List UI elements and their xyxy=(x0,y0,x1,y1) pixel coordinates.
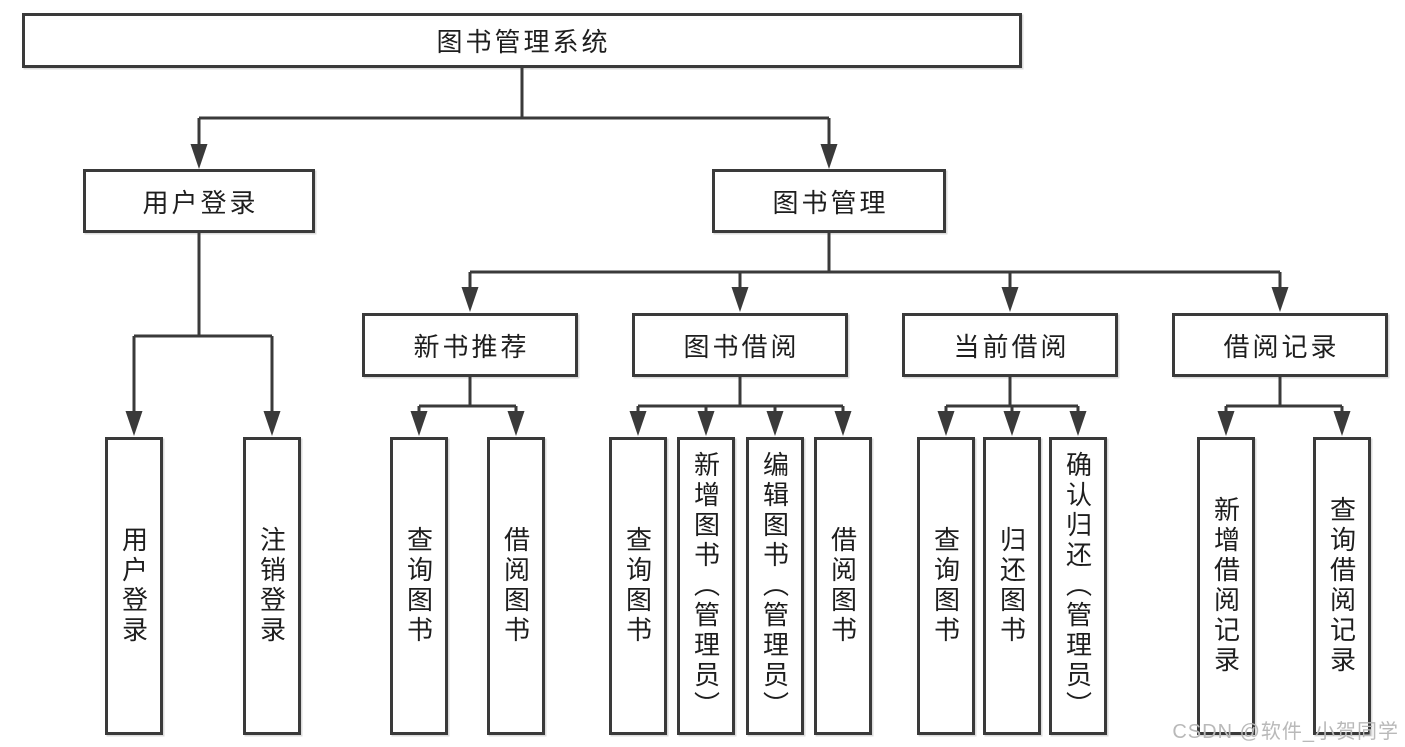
leaf-return-books: 归还图书 xyxy=(983,437,1041,735)
arrowhead xyxy=(820,144,838,169)
arrowhead xyxy=(937,411,955,436)
leaf-query-books-current-label: 查询图书 xyxy=(930,526,961,646)
leaf-borrow-books-recommend: 借阅图书 xyxy=(487,437,545,735)
arrowhead xyxy=(461,287,479,312)
node-book-management: 图书管理 xyxy=(712,169,946,233)
leaf-edit-book-admin: 编辑图书（管理员） xyxy=(746,437,804,735)
csdn-watermark: CSDN @软件_小贺同学 xyxy=(1172,721,1399,743)
arrowheads xyxy=(125,144,1351,436)
leaf-edit-book-admin-label: 编辑图书（管理员） xyxy=(759,451,790,721)
node-user-login: 用户登录 xyxy=(83,169,315,233)
leaf-user-login-label: 用户登录 xyxy=(118,526,149,646)
arrowhead xyxy=(1333,411,1351,436)
node-book-management-label: 图书管理 xyxy=(772,187,889,218)
leaf-borrow-books-borrow-label: 借阅图书 xyxy=(827,526,858,646)
leaf-confirm-return-admin: 确认归还（管理员） xyxy=(1049,437,1107,735)
arrowhead xyxy=(697,411,715,436)
arrowhead xyxy=(834,411,852,436)
node-current-borrow: 当前借阅 xyxy=(902,313,1118,377)
leaf-query-borrow-record-label: 查询借阅记录 xyxy=(1326,496,1357,676)
leaf-query-books-recommend-label: 查询图书 xyxy=(403,526,434,646)
leaf-logout: 注销登录 xyxy=(243,437,301,735)
arrowhead xyxy=(507,411,525,436)
leaf-query-books-borrow-label: 查询图书 xyxy=(622,526,653,646)
connector-lines xyxy=(132,68,1344,413)
leaf-confirm-return-admin-label: 确认归还（管理员） xyxy=(1062,451,1093,721)
leaf-query-books-borrow: 查询图书 xyxy=(609,437,667,735)
arrowhead xyxy=(1069,411,1087,436)
leaf-query-borrow-record: 查询借阅记录 xyxy=(1313,437,1371,735)
arrowhead xyxy=(731,287,749,312)
node-book-borrow: 图书借阅 xyxy=(632,313,848,377)
node-root-library-system: 图书管理系统 xyxy=(22,13,1022,68)
leaf-logout-label: 注销登录 xyxy=(256,526,287,646)
leaf-add-borrow-record-label: 新增借阅记录 xyxy=(1210,496,1241,676)
node-borrow-records: 借阅记录 xyxy=(1172,313,1388,377)
arrowhead xyxy=(410,411,428,436)
leaf-query-books-recommend: 查询图书 xyxy=(390,437,448,735)
arrowhead xyxy=(125,411,143,436)
arrowhead xyxy=(766,411,784,436)
node-new-book-recommend: 新书推荐 xyxy=(362,313,578,377)
arrowhead xyxy=(1271,287,1289,312)
leaf-add-borrow-record: 新增借阅记录 xyxy=(1197,437,1255,735)
arrowhead xyxy=(1003,411,1021,436)
node-current-borrow-label: 当前借阅 xyxy=(953,331,1070,362)
leaf-borrow-books-recommend-label: 借阅图书 xyxy=(500,526,531,646)
arrowhead xyxy=(263,411,281,436)
leaf-user-login: 用户登录 xyxy=(105,437,163,735)
leaf-return-books-label: 归还图书 xyxy=(996,526,1027,646)
leaf-borrow-books-borrow: 借阅图书 xyxy=(814,437,872,735)
arrowhead xyxy=(629,411,647,436)
leaf-query-books-current: 查询图书 xyxy=(917,437,975,735)
arrowhead xyxy=(1217,411,1235,436)
node-user-login-label: 用户登录 xyxy=(142,187,259,218)
arrowhead xyxy=(1001,287,1019,312)
arrowhead xyxy=(190,144,208,169)
node-new-book-recommend-label: 新书推荐 xyxy=(413,331,530,362)
node-root-label: 图书管理系统 xyxy=(436,27,611,57)
node-borrow-records-label: 借阅记录 xyxy=(1223,331,1340,362)
leaf-add-book-admin: 新增图书（管理员） xyxy=(677,437,735,735)
leaf-add-book-admin-label: 新增图书（管理员） xyxy=(690,451,721,721)
node-book-borrow-label: 图书借阅 xyxy=(683,331,800,362)
